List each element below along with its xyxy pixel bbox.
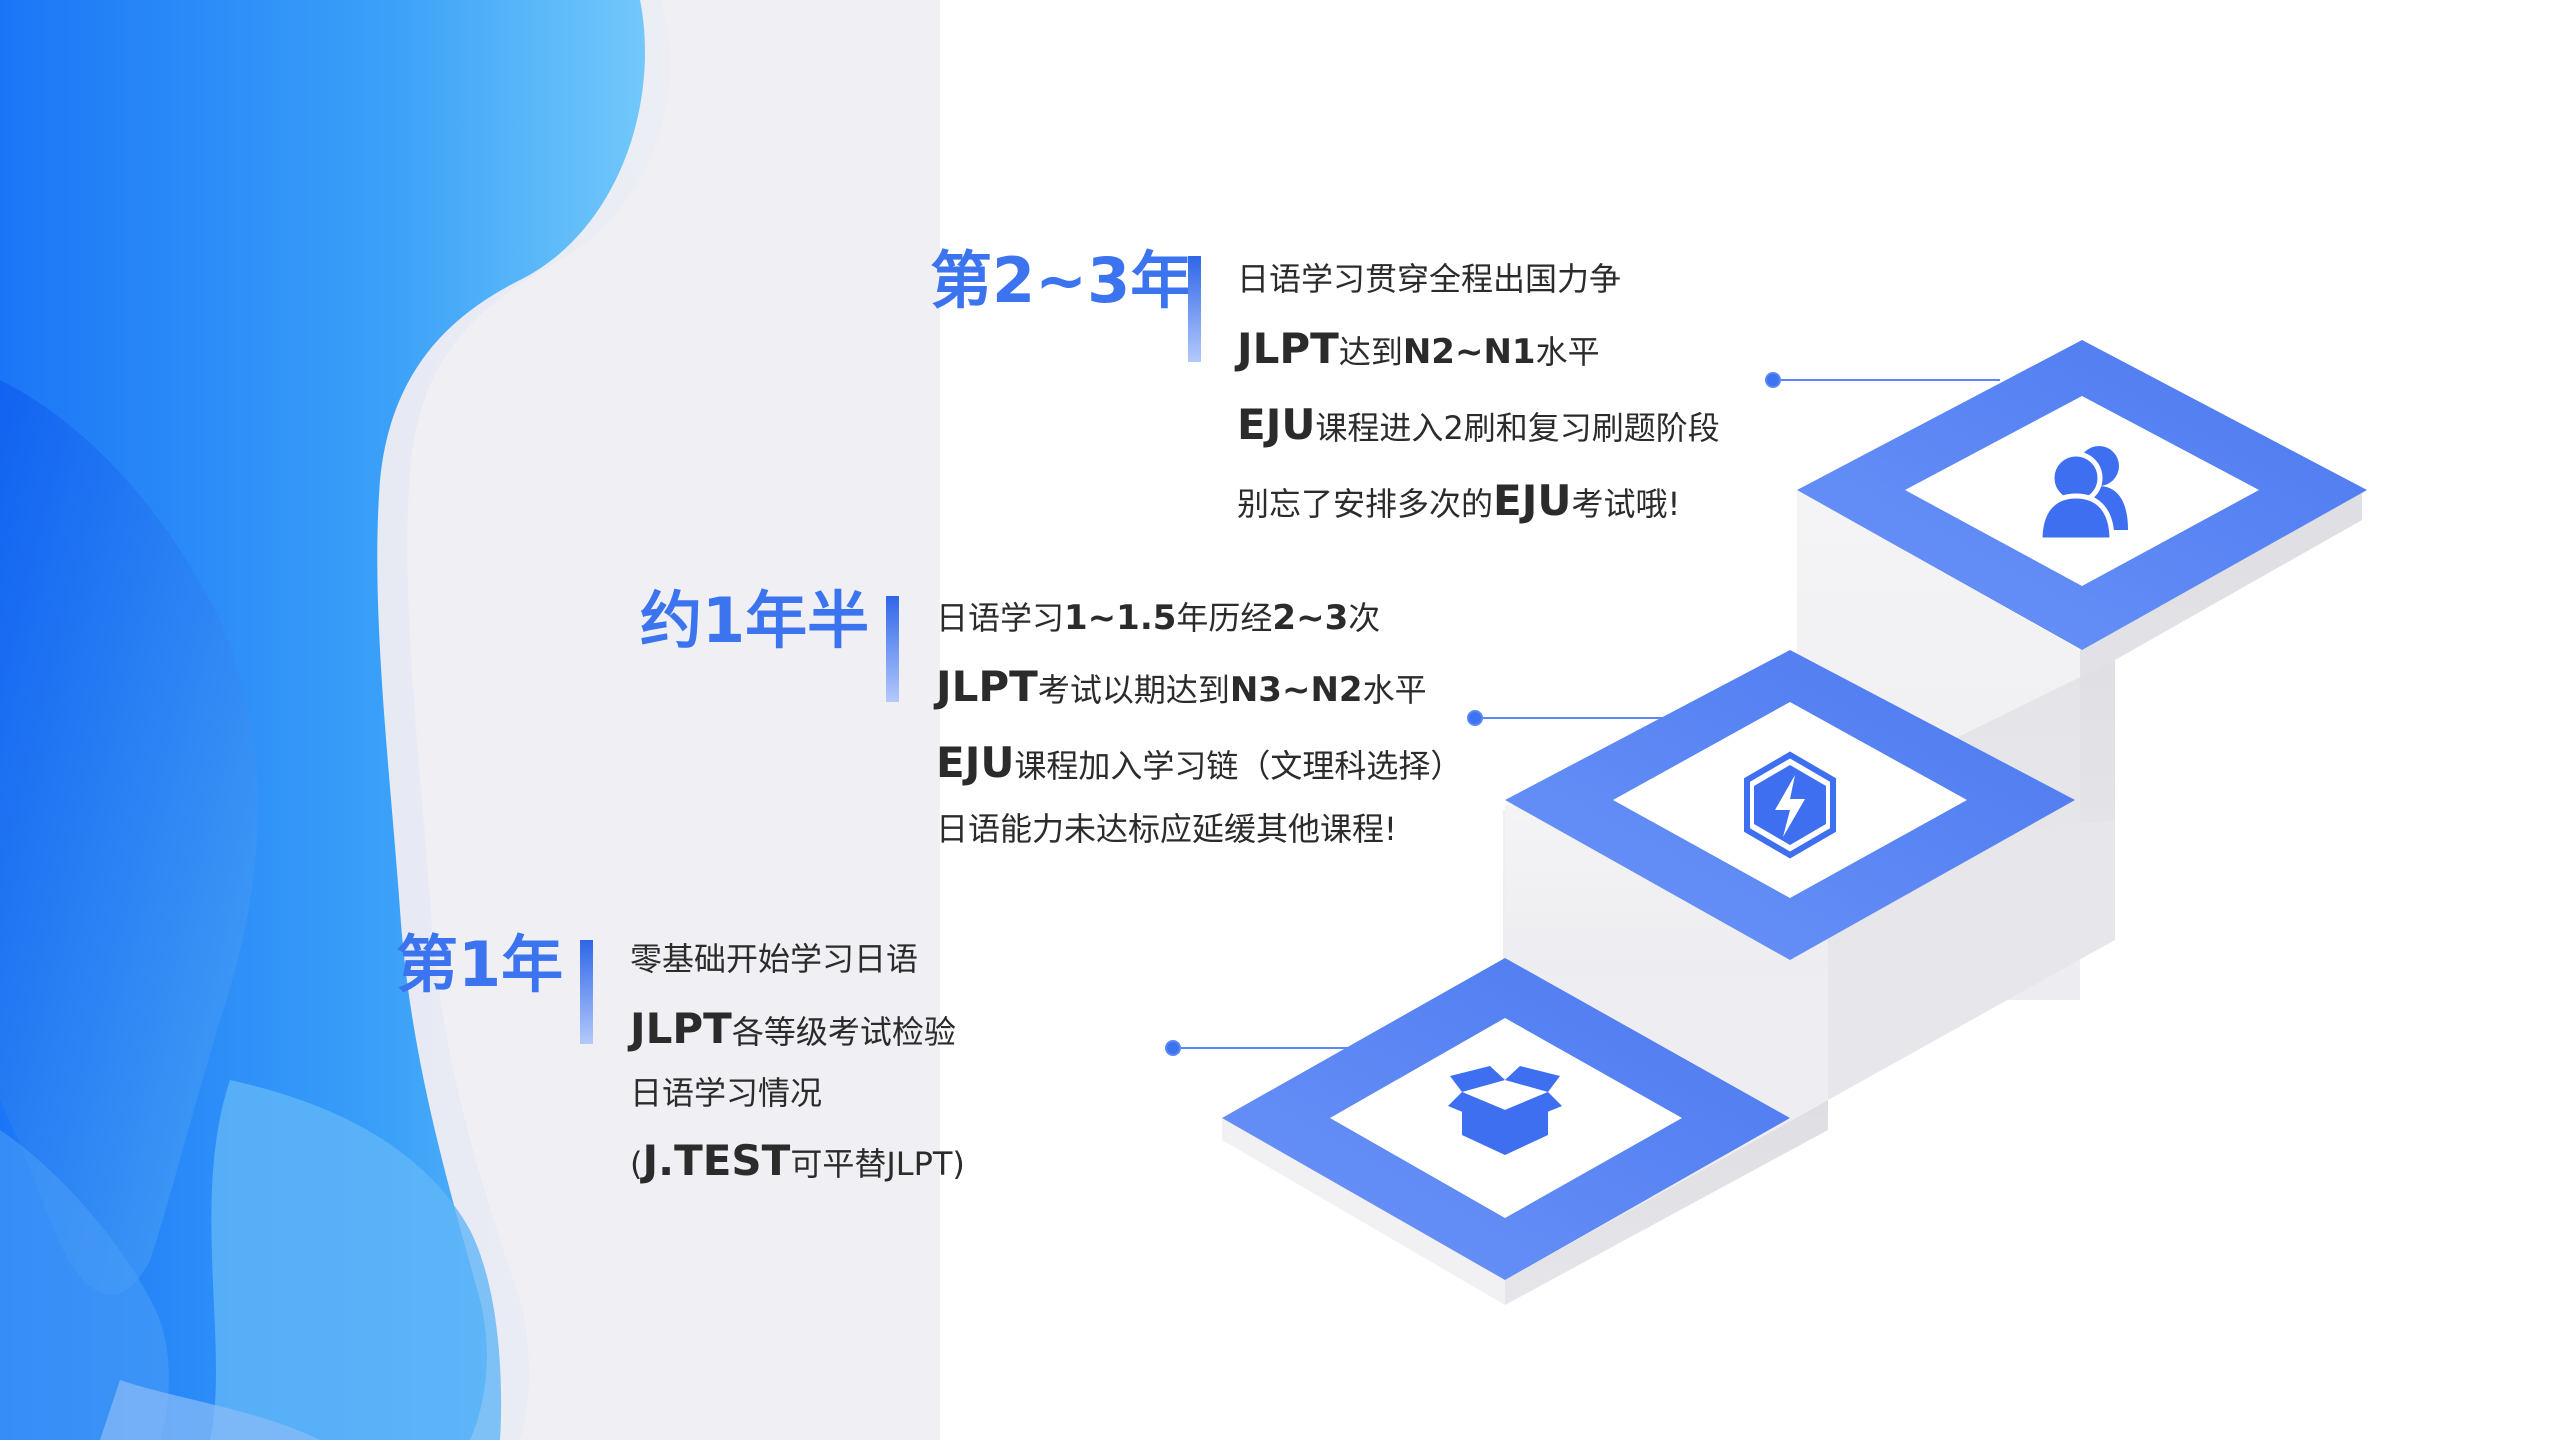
- text-segment: 次: [1348, 599, 1381, 637]
- open-box-icon: [1448, 1066, 1562, 1155]
- eju-label: EJU: [1237, 400, 1316, 449]
- stage-2-heading: 约1年半: [640, 584, 870, 657]
- text-segment: 课程加入学习链（文理科选择）: [1014, 747, 1463, 785]
- stage-2-divider: [886, 596, 899, 702]
- decorative-panel: [0, 0, 940, 1440]
- text-segment: 各等级考试检验: [731, 1013, 956, 1051]
- text-segment: 年历经: [1176, 599, 1273, 637]
- text-segment: 水平: [1535, 333, 1600, 371]
- stage-2-line-1: 日语学习1~1.5年历经2~3次: [936, 598, 1381, 638]
- text-segment: 课程进入2刷和复习刷题阶段: [1315, 409, 1720, 447]
- text-segment: 水平: [1362, 671, 1427, 709]
- number-label: 2~3: [1272, 598, 1349, 638]
- jtest-label: J.TEST: [642, 1136, 791, 1185]
- text-segment: 日语学习贯穿全程出国力争: [1237, 260, 1622, 298]
- text-segment: 日语学习情况: [630, 1074, 823, 1112]
- stage-3-line-2: JLPT达到N2~N1水平: [1237, 324, 1600, 373]
- level-label: N2~N1: [1402, 332, 1536, 372]
- eju-label: EJU: [1493, 476, 1572, 525]
- text-segment: 可平替JLPT): [790, 1145, 965, 1183]
- stage-2-line-4: 日语能力未达标应延缓其他课程!: [936, 810, 1397, 848]
- jlpt-label: JLPT: [1237, 324, 1339, 373]
- text-segment: 考试哦!: [1571, 485, 1681, 523]
- stage-2-line-3: EJU课程加入学习链（文理科选择）: [936, 738, 1463, 787]
- jlpt-label: JLPT: [936, 662, 1038, 711]
- text-segment: 别忘了安排多次的: [1237, 485, 1494, 523]
- stage-3-line-1: 日语学习贯穿全程出国力争: [1237, 260, 1622, 298]
- text-segment: 考试以期达到: [1037, 671, 1230, 709]
- stage-1-line-3: 日语学习情况: [630, 1074, 823, 1112]
- eju-label: EJU: [936, 738, 1015, 787]
- jlpt-label: JLPT: [630, 1004, 732, 1053]
- stage-1-heading: 第1年: [396, 928, 564, 1001]
- stage-3-heading: 第2~3年: [930, 244, 1193, 317]
- stage-1-divider: [580, 940, 593, 1044]
- users-icon: [2037, 446, 2128, 543]
- stage-1-line-1: 零基础开始学习日语: [630, 940, 919, 978]
- fluid-wave-decoration: [0, 0, 670, 1440]
- stage-2-line-2: JLPT考试以期达到N3~N2水平: [936, 662, 1427, 711]
- stage-3-line-4: 别忘了安排多次的EJU考试哦!: [1237, 476, 1681, 525]
- lightning-shield-icon: [1744, 751, 1836, 859]
- stage-1-line-4: (J.TEST可平替JLPT): [630, 1136, 965, 1185]
- text-segment: 日语能力未达标应延缓其他课程!: [936, 810, 1397, 848]
- text-segment: (: [630, 1145, 643, 1183]
- stage-1-line-2: JLPT各等级考试检验: [630, 1004, 956, 1053]
- level-label: N3~N2: [1229, 670, 1363, 710]
- text-segment: 日语学习: [936, 599, 1065, 637]
- stage-3-divider: [1188, 256, 1201, 362]
- text-segment: 达到: [1338, 333, 1403, 371]
- text-segment: 零基础开始学习日语: [630, 940, 919, 978]
- number-label: 1~1.5: [1064, 598, 1177, 638]
- stage-3-line-3: EJU课程进入2刷和复习刷题阶段: [1237, 400, 1720, 449]
